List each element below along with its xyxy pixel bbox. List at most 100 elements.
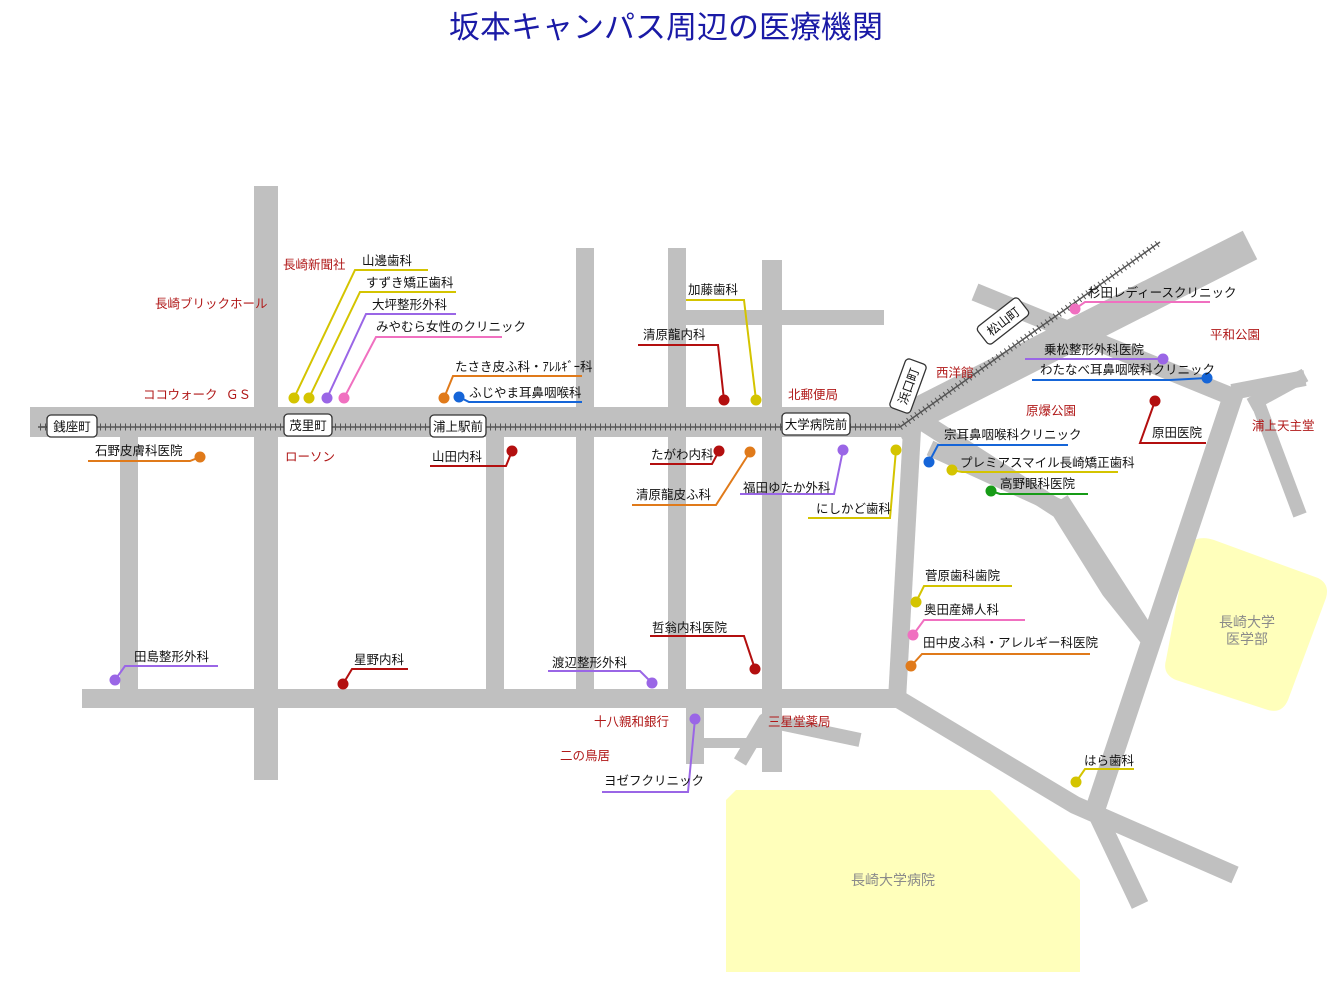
clinic-label: 宗耳鼻咽喉科クリニック (944, 427, 1082, 442)
leader-line (808, 449, 897, 519)
clinic-label: 哲翁内科医院 (652, 620, 728, 635)
clinic-marker-icon[interactable] (946, 464, 958, 476)
clinic-label: 星野内科 (354, 652, 405, 667)
clinic-pin-sugawara[interactable]: 菅原歯科歯院 (910, 568, 1013, 608)
clinic-pin-premier[interactable]: プレミアスマイル長崎矯正歯科 (946, 455, 1136, 476)
clinic-marker-icon[interactable] (744, 446, 756, 458)
clinic-pin-nishikado[interactable]: にしかど歯科 (808, 444, 902, 519)
clinic-marker-icon[interactable] (321, 392, 333, 404)
clinic-marker-icon[interactable] (713, 445, 725, 457)
svg-text:銭座町: 銭座町 (53, 419, 91, 434)
clinic-pin-yosefu[interactable]: ヨゼフクリニック (602, 713, 704, 793)
landmark-sanseido: 三星堂薬局 (768, 714, 831, 729)
clinic-marker-icon[interactable] (438, 392, 450, 404)
station-urakami-ekimae[interactable]: 浦上駅前 (429, 414, 487, 438)
clinic-marker-icon[interactable] (749, 663, 761, 675)
clinic-marker-icon[interactable] (303, 392, 315, 404)
med-school-label-1: 長崎大学 (1219, 615, 1275, 631)
clinic-pin-tetsuo[interactable]: 哲翁内科医院 (650, 620, 761, 675)
road-heiwa-cont (1052, 495, 1153, 637)
road-south-horizontal (82, 689, 900, 708)
clinic-label: 菅原歯科歯院 (925, 568, 1001, 583)
clinic-pin-fujiyama[interactable]: ふじやま耳鼻咽喉科 (453, 385, 583, 403)
clinic-marker-icon[interactable] (905, 660, 917, 672)
leader-line (1138, 400, 1206, 444)
leader-line (114, 665, 218, 681)
clinic-pin-okuda[interactable]: 奥田産婦人科 (907, 602, 1026, 641)
clinic-marker-icon[interactable] (750, 394, 762, 406)
clinic-pin-yamabe[interactable]: 山邊歯科 (288, 253, 429, 404)
roads-diagonal (733, 230, 1309, 909)
landmark-genbaku-park: 原爆公園 (1026, 403, 1076, 418)
landmark-kita-post: 北郵便局 (788, 387, 838, 402)
road-cathedral-south (1248, 392, 1307, 518)
clinic-marker-icon[interactable] (646, 677, 658, 689)
leader-line (1032, 377, 1208, 381)
clinic-marker-icon[interactable] (907, 629, 919, 641)
clinic-pin-fukuda[interactable]: 福田ゆたか外科 (740, 444, 849, 496)
clinic-pin-watanabe[interactable]: わたなべ耳鼻咽喉科クリニック (1032, 362, 1215, 384)
clinic-marker-icon[interactable] (337, 678, 349, 690)
clinic-marker-icon[interactable] (1149, 395, 1161, 407)
clinic-pin-tagawa[interactable]: たがわ内科 (650, 445, 725, 465)
clinic-marker-icon[interactable] (1157, 353, 1169, 365)
road-hospital-north (733, 713, 862, 766)
clinic-marker-icon[interactable] (985, 485, 997, 497)
clinic-marker-icon[interactable] (910, 596, 922, 608)
clinic-pin-suzuki[interactable]: すずき矯正歯科 (303, 275, 457, 404)
clinic-pin-yamada[interactable]: 山田内科 (430, 445, 518, 467)
leader-line (686, 299, 757, 401)
clinic-pin-kato[interactable]: 加藤歯科 (686, 282, 762, 406)
clinic-pin-miyamura[interactable]: みやむら女性のクリニック (338, 319, 527, 404)
tram-line-north-ties (897, 239, 1163, 430)
clinic-marker-icon[interactable] (288, 392, 300, 404)
road-v-6 (762, 260, 782, 772)
clinic-label: 乗松整形外科医院 (1044, 342, 1145, 357)
clinic-pin-norimatsu[interactable]: 乗松整形外科医院 (1025, 342, 1169, 365)
station-mogimachi[interactable]: 茂里町 (283, 413, 333, 437)
clinic-pin-watanabe-seikei[interactable]: 渡辺整形外科 (548, 655, 658, 689)
clinic-marker-icon[interactable] (718, 394, 730, 406)
station-zenzamachi[interactable]: 銭座町 (46, 414, 98, 438)
clinic-marker-icon[interactable] (837, 444, 849, 456)
med-school-area (1165, 538, 1327, 711)
clinic-pin-sou[interactable]: 宗耳鼻咽喉科クリニック (923, 427, 1082, 468)
clinic-label: たがわ内科 (651, 447, 714, 462)
clinic-pin-hoshino[interactable]: 星野内科 (337, 652, 409, 690)
clinic-marker-icon[interactable] (506, 445, 518, 457)
station-daigaku-byoinmae[interactable]: 大学病院前 (781, 412, 851, 436)
clinic-pin-ootsubo[interactable]: 大坪整形外科 (321, 297, 457, 404)
clinic-label: 清原龍皮ふ科 (636, 487, 712, 502)
clinic-marker-icon[interactable] (453, 391, 465, 403)
clinic-pin-takano[interactable]: 高野眼科医院 (985, 476, 1089, 497)
clinic-label: みやむら女性のクリニック (376, 319, 526, 334)
clinic-marker-icon[interactable] (338, 392, 350, 404)
clinic-pin-sugita[interactable]: 杉田レディースクリニック (1069, 285, 1237, 315)
clinic-pin-tanaka[interactable]: 田中皮ふ科・アレルギー科医院 (905, 635, 1099, 672)
clinic-pin-hara[interactable]: はら歯科 (1070, 753, 1135, 788)
road-v-hamaguchi (888, 429, 921, 701)
clinic-label: にしかど歯科 (816, 501, 892, 516)
clinic-pin-kiyohara-naika[interactable]: 清原龍内科 (638, 327, 730, 406)
clinic-label: 山田内科 (432, 449, 483, 464)
clinic-marker-icon[interactable] (1201, 372, 1213, 384)
station-hamaguchi[interactable]: 浜口町 (889, 358, 927, 414)
clinic-pin-ishino[interactable]: 石野皮膚科医院 (88, 443, 206, 463)
clinic-marker-icon[interactable] (1069, 303, 1081, 315)
clinic-pin-harada[interactable]: 原田医院 (1138, 395, 1206, 444)
map-title: 坂本キャンパス周辺の医療機関 (449, 10, 883, 46)
clinic-marker-icon[interactable] (923, 456, 935, 468)
clinic-marker-icon[interactable] (1070, 776, 1082, 788)
clinic-marker-icon[interactable] (194, 451, 206, 463)
areas: 長崎大学 医学部 長崎大学病院 (726, 538, 1327, 972)
clinic-label: 清原龍内科 (643, 327, 706, 342)
clinic-marker-icon[interactable] (109, 674, 121, 686)
clinic-pin-tajima[interactable]: 田島整形外科 (109, 649, 219, 686)
clinic-label: 田中皮ふ科・アレルギー科医院 (923, 635, 1099, 650)
leader-line (910, 653, 1090, 667)
clinic-pin-kiyohara-hifu[interactable]: 清原龍皮ふ科 (632, 446, 756, 506)
clinic-marker-icon[interactable] (689, 713, 701, 725)
clinic-pin-takasaki[interactable]: たさき皮ふ科・ｱﾚﾙｷﾞｰ科 (438, 359, 594, 404)
clinic-marker-icon[interactable] (890, 444, 902, 456)
road-v-4 (576, 248, 594, 689)
